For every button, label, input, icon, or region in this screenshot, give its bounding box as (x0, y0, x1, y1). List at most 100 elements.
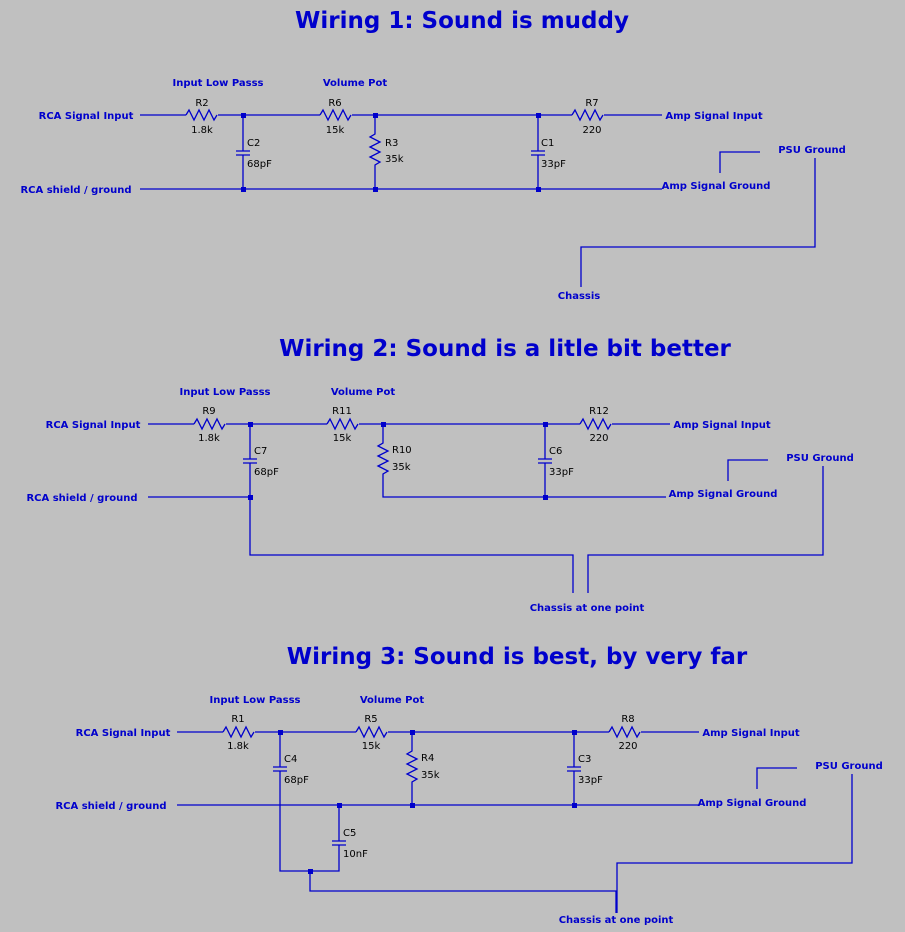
resistor-symbol (326, 417, 359, 431)
wiring-2-title: Wiring 2: Sound is a litle bit better (279, 336, 731, 362)
r-out-value: 220 (582, 125, 601, 136)
psu-ground-wire (756, 767, 797, 789)
wiring-3-section: Wiring 3: Sound is best, by very far Inp… (55, 644, 882, 926)
psu-ground-wire (727, 459, 768, 481)
volume-pot-label: Volume Pot (323, 78, 387, 89)
wiring-1-title: Wiring 1: Sound is muddy (295, 8, 629, 34)
amp-signal-ground-label: Amp Signal Ground (669, 489, 778, 500)
r-out-value: 220 (589, 433, 608, 444)
c-in-value: 68pF (247, 159, 272, 170)
amp-signal-input-label: Amp Signal Input (665, 111, 762, 122)
c-in-name: C2 (247, 138, 260, 149)
c-gnd-value: 10nF (343, 849, 368, 860)
r-pot-value: 35k (421, 770, 440, 781)
wiring-2-section: Wiring 2: Sound is a litle bit better In… (26, 336, 853, 614)
resistor-symbol (185, 108, 218, 122)
wiring-1-section: Wiring 1: Sound is muddy Input Low Passs… (20, 8, 845, 302)
junction-dot (337, 803, 342, 808)
r-vol-value: 15k (326, 125, 345, 136)
r-pot-value: 35k (385, 154, 404, 165)
psu-ground-label: PSU Ground (815, 761, 883, 772)
junction-dot (536, 113, 541, 118)
c-gnd-name: C5 (343, 828, 356, 839)
chassis-wire (616, 774, 853, 913)
resistor-symbol (571, 108, 604, 122)
capacitor-symbol (531, 115, 545, 189)
capacitor-symbol (567, 732, 581, 805)
r-vol-value: 15k (333, 433, 352, 444)
r-vol-name: R5 (364, 714, 377, 725)
r-out-name: R8 (621, 714, 634, 725)
r-pot-name: R3 (385, 138, 398, 149)
rca-signal-input-label: RCA Signal Input (39, 111, 134, 122)
r-in-name: R9 (202, 406, 215, 417)
chassis-label: Chassis at one point (530, 603, 645, 614)
resistor-symbol (608, 725, 641, 739)
r-out-value: 220 (618, 741, 637, 752)
capacitor-symbol (243, 424, 574, 593)
input-low-pass-label: Input Low Passs (179, 387, 270, 398)
c-out-value: 33pF (541, 159, 566, 170)
chassis-label: Chassis (558, 291, 601, 302)
chassis-wire (580, 158, 816, 287)
c-in-value: 68pF (284, 775, 309, 786)
junction-dot (241, 113, 246, 118)
capacitor-symbol (236, 115, 250, 189)
c-out-value: 33pF (578, 775, 603, 786)
junction-dot (543, 495, 548, 500)
r-out-name: R7 (585, 98, 598, 109)
psu-ground-label: PSU Ground (786, 453, 854, 464)
rca-signal-input-label: RCA Signal Input (46, 420, 141, 431)
r-in-name: R1 (231, 714, 244, 725)
r-in-value: 1.8k (198, 433, 220, 444)
rca-shield-ground-label: RCA shield / ground (20, 185, 131, 196)
input-low-pass-label: Input Low Passs (209, 695, 300, 706)
r-vol-name: R11 (332, 406, 352, 417)
capacitor-symbol (273, 732, 617, 913)
input-low-pass-label: Input Low Passs (172, 78, 263, 89)
capacitor-symbol (538, 424, 552, 497)
junction-dot (410, 730, 415, 735)
resistor-symbol (355, 725, 388, 739)
c-out-value: 33pF (549, 467, 574, 478)
c-in-value: 68pF (254, 467, 279, 478)
junction-dot (248, 495, 253, 500)
r-out-name: R12 (589, 406, 609, 417)
resistor-symbol (319, 108, 352, 122)
rca-signal-input-label: RCA Signal Input (76, 728, 171, 739)
junction-dot (572, 803, 577, 808)
volume-pot-label: Volume Pot (331, 387, 395, 398)
chassis-wire (587, 466, 824, 593)
resistor-symbol (376, 424, 666, 498)
r-in-value: 1.8k (191, 125, 213, 136)
c-in-name: C7 (254, 446, 267, 457)
amp-signal-ground-label: Amp Signal Ground (662, 181, 771, 192)
junction-dot (373, 113, 378, 118)
r-pot-name: R10 (392, 445, 412, 456)
r-vol-name: R6 (328, 98, 341, 109)
resistor-symbol (193, 417, 226, 431)
r-vol-value: 15k (362, 741, 381, 752)
resistor-symbol (405, 732, 419, 805)
rca-shield-ground-label: RCA shield / ground (55, 801, 166, 812)
r-pot-value: 35k (392, 462, 411, 473)
junction-dot (278, 730, 283, 735)
junction-dot (543, 422, 548, 427)
chassis-label: Chassis at one point (559, 915, 674, 926)
amp-signal-ground-label: Amp Signal Ground (698, 798, 807, 809)
volume-pot-label: Volume Pot (360, 695, 424, 706)
psu-ground-wire (719, 151, 760, 173)
r-pot-name: R4 (421, 753, 434, 764)
junction-dot (248, 422, 253, 427)
junction-dot (536, 187, 541, 192)
junction-dot (410, 803, 415, 808)
resistor-symbol (579, 417, 612, 431)
psu-ground-label: PSU Ground (778, 145, 846, 156)
c-in-name: C4 (284, 754, 297, 765)
rca-shield-ground-label: RCA shield / ground (26, 493, 137, 504)
resistor-symbol (368, 115, 382, 189)
junction-dot (572, 730, 577, 735)
junction-dot (373, 187, 378, 192)
capacitor-symbol (310, 805, 346, 872)
